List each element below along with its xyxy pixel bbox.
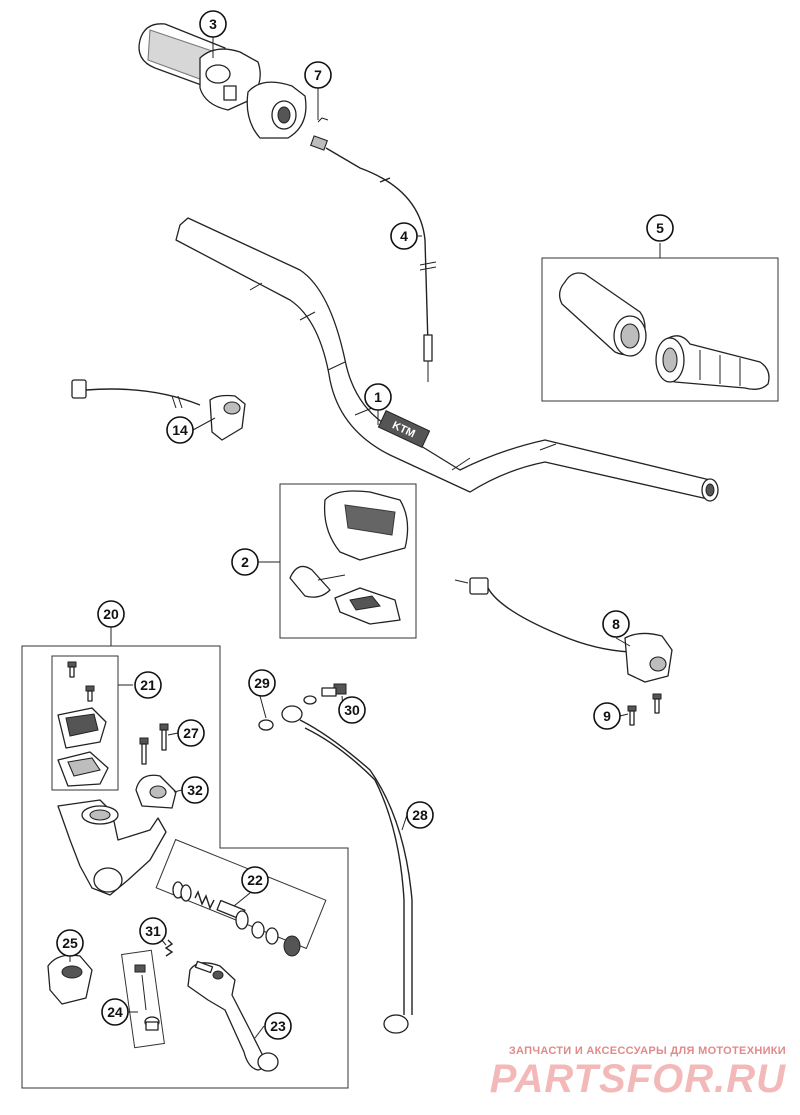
svg-text:24: 24 bbox=[107, 1004, 123, 1020]
svg-text:29: 29 bbox=[254, 675, 270, 691]
handlebar-clamp bbox=[135, 774, 177, 809]
watermark-caption: ЗАПЧАСТИ И АКСЕССУАРЫ ДЛЯ МОТОТЕХНИКИ bbox=[508, 1045, 786, 1057]
svg-text:23: 23 bbox=[270, 1018, 286, 1034]
svg-text:32: 32 bbox=[187, 782, 203, 798]
callout-27: 27 bbox=[177, 719, 205, 747]
svg-text:20: 20 bbox=[103, 606, 119, 622]
handlebar-logo: KTM bbox=[377, 410, 431, 448]
clutch-lever bbox=[187, 960, 279, 1072]
callout-5: 5 bbox=[646, 214, 674, 242]
callout-24: 24 bbox=[101, 998, 129, 1026]
callout-25: 25 bbox=[56, 929, 84, 957]
callout-3: 3 bbox=[199, 10, 227, 38]
spring-pin bbox=[164, 939, 174, 957]
svg-text:31: 31 bbox=[145, 923, 161, 939]
svg-text:5: 5 bbox=[656, 220, 664, 236]
svg-text:21: 21 bbox=[140, 677, 156, 693]
switch-screws bbox=[627, 693, 662, 726]
callout-14: 14 bbox=[166, 416, 194, 444]
svg-text:4: 4 bbox=[400, 228, 408, 244]
kill-switch bbox=[71, 379, 246, 441]
callout-1: 1 bbox=[364, 383, 392, 411]
callout-8: 8 bbox=[602, 610, 630, 638]
start-switch bbox=[454, 577, 673, 683]
callout-28: 28 bbox=[406, 801, 434, 829]
clutch-master-cylinder-frame bbox=[21, 645, 349, 1089]
svg-text:14: 14 bbox=[172, 422, 188, 438]
callout-21: 21 bbox=[134, 671, 162, 699]
watermark: ЗАПЧАСТИ И АКСЕССУАРЫ ДЛЯ МОТОТЕХНИКИ PA… bbox=[476, 1045, 786, 1101]
callout-32: 32 bbox=[181, 776, 209, 804]
piston-kit bbox=[155, 838, 327, 957]
banjo-fittings bbox=[258, 683, 347, 731]
clamp-bolts bbox=[139, 723, 169, 765]
svg-text:3: 3 bbox=[209, 16, 217, 32]
svg-text:1: 1 bbox=[374, 389, 382, 405]
lever-adjuster-kit bbox=[121, 949, 165, 1049]
svg-text:27: 27 bbox=[183, 725, 199, 741]
throttle-housing-cover bbox=[246, 81, 307, 139]
svg-text:28: 28 bbox=[412, 807, 428, 823]
callout-23: 23 bbox=[264, 1012, 292, 1040]
svg-text:8: 8 bbox=[612, 616, 620, 632]
svg-text:25: 25 bbox=[62, 935, 78, 951]
hydraulic-hose bbox=[281, 705, 413, 1034]
reservoir-cover-set bbox=[57, 661, 109, 787]
svg-text:9: 9 bbox=[603, 708, 611, 724]
callout-29: 29 bbox=[248, 669, 276, 697]
callout-30: 30 bbox=[338, 696, 366, 724]
handlebar: KTM bbox=[175, 217, 719, 502]
hot-start-lever bbox=[47, 954, 93, 1005]
svg-text:2: 2 bbox=[241, 554, 249, 570]
throttle-cable bbox=[310, 117, 437, 382]
callout-4: 4 bbox=[390, 222, 418, 250]
watermark-logo: PARTSFOR.RU bbox=[489, 1057, 786, 1101]
callout-31: 31 bbox=[139, 917, 167, 945]
throttle-grip bbox=[138, 23, 261, 111]
callout-2: 2 bbox=[231, 548, 259, 576]
callout-7: 7 bbox=[304, 61, 332, 89]
grip-set bbox=[541, 257, 779, 402]
handlebar-pad-set bbox=[279, 483, 417, 639]
svg-text:30: 30 bbox=[344, 702, 360, 718]
svg-text:7: 7 bbox=[314, 67, 322, 83]
callout-9: 9 bbox=[593, 702, 621, 730]
master-cylinder-body bbox=[57, 799, 167, 896]
callout-20: 20 bbox=[97, 600, 125, 628]
callout-22: 22 bbox=[241, 866, 269, 894]
svg-text:22: 22 bbox=[247, 872, 263, 888]
